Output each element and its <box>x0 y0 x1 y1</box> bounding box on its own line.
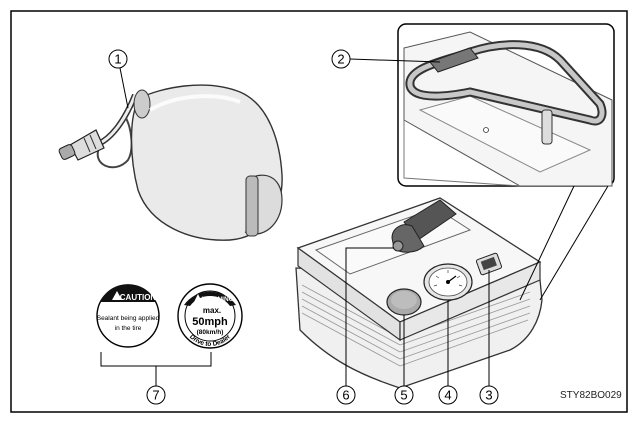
figure-frame <box>10 10 628 413</box>
sealant-bottle <box>58 84 283 241</box>
callout-6 <box>336 385 356 405</box>
caution-line2: in the tire <box>115 325 142 332</box>
callout-1 <box>108 49 128 69</box>
warning-kmh: (80km/h) <box>197 329 224 336</box>
inset-detail <box>397 23 615 187</box>
caution-label: CAUTION Sealant being applied in the tir… <box>96 284 160 348</box>
warning-label: WARNING max. 50mph (80km/h) Drive to Dea… <box>177 283 243 349</box>
caution-title: CAUTION <box>120 293 157 302</box>
callout-4 <box>438 385 458 405</box>
compressor-unit <box>295 197 543 389</box>
callout-7 <box>146 385 166 405</box>
callout-3 <box>479 385 499 405</box>
callout-6-number: 6 <box>342 388 349 403</box>
callout-5 <box>394 385 414 405</box>
warning-max: max. <box>203 306 221 315</box>
callout-2-number: 2 <box>337 52 344 67</box>
callout-1-number: 1 <box>114 52 121 67</box>
callout-2 <box>331 49 351 69</box>
callout-4-number: 4 <box>444 388 451 403</box>
callout-5-number: 5 <box>400 388 407 403</box>
figure-code: STY82BO029 <box>560 390 622 401</box>
warning-speed: 50mph <box>192 316 228 328</box>
caution-line1: Sealant being applied <box>97 315 160 322</box>
callout-7-number: 7 <box>152 388 159 403</box>
callout-3-number: 3 <box>485 388 492 403</box>
warning-title: WARNING <box>202 296 233 303</box>
